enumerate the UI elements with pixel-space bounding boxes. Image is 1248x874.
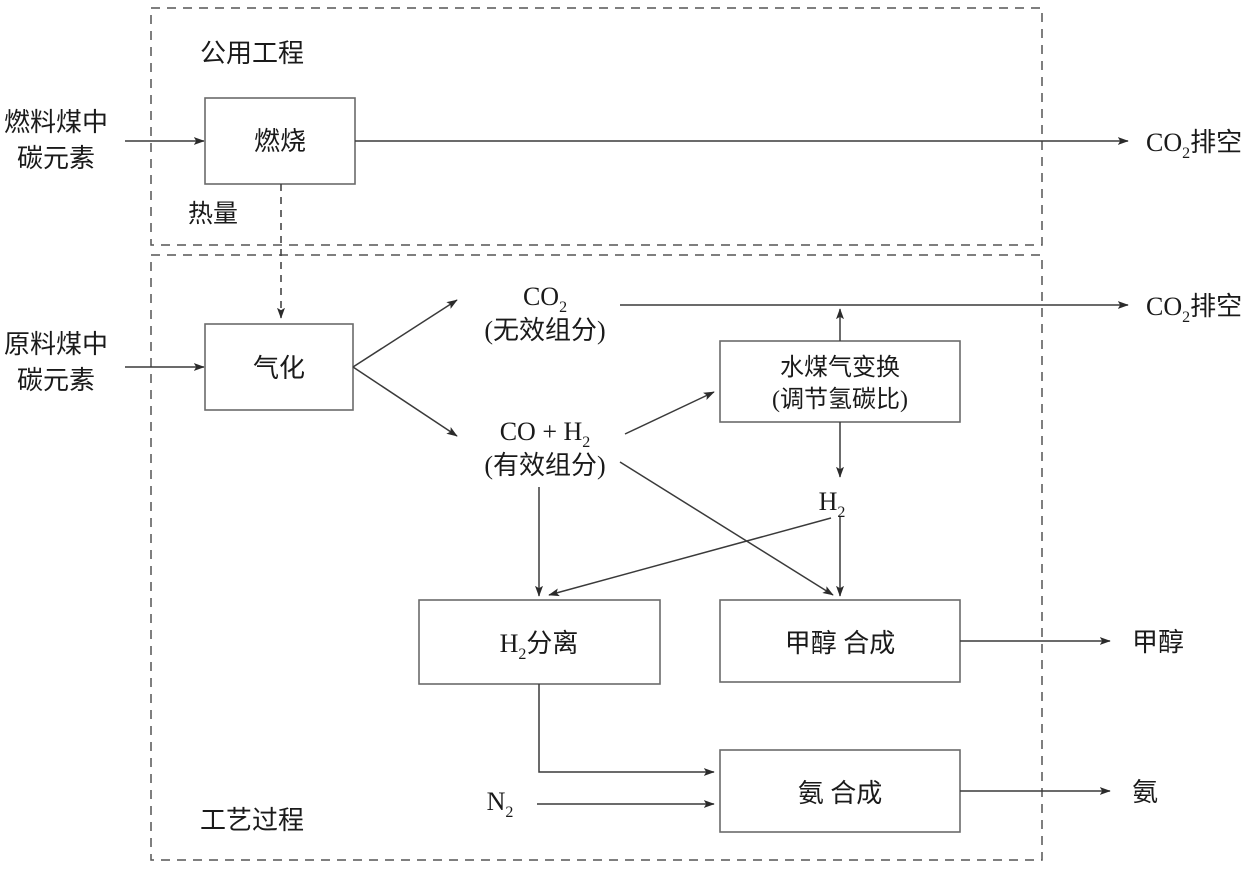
stream-label-syngas-line2: (有效组分) xyxy=(484,451,605,480)
panel-process xyxy=(150,254,1043,861)
box-combustion-label: 燃烧 xyxy=(254,127,306,156)
arrow-syngas-to-methanol xyxy=(619,461,834,596)
output-co2-vent-top-label: CO2排空 xyxy=(1146,128,1242,162)
output-methanol-label: 甲醇 xyxy=(1132,628,1184,657)
stream-label-heat: 热量 xyxy=(188,200,238,228)
output-co2-vent-process-label: CO2排空 xyxy=(1146,292,1242,326)
arrow-syngas-to-wgs xyxy=(624,391,715,435)
box-water-gas-shift xyxy=(719,340,961,423)
stream-label-syngas-line1: CO + H2 xyxy=(500,417,591,451)
panel-utility-label: 公用工程 xyxy=(200,39,304,68)
arrow-h2-separation-to-ammonia xyxy=(538,684,715,776)
input-nitrogen-label: N2 xyxy=(487,787,514,821)
box-wgs-label-line2: (调节氢碳比) xyxy=(772,386,908,413)
input-fuel-coal-line1: 燃料煤中 xyxy=(4,108,108,137)
stream-label-hydrogen: H2 xyxy=(819,487,846,521)
stream-label-co2-inert-line1: CO2 xyxy=(523,282,567,316)
output-ammonia-label: 氨 xyxy=(1132,778,1158,807)
arrow-h2-to-h2-separation xyxy=(548,517,832,597)
panel-utility xyxy=(150,7,1043,246)
arrow-gasification-to-co2 xyxy=(352,299,458,368)
input-feed-coal-line1: 原料煤中 xyxy=(4,330,108,359)
box-ammonia-synthesis xyxy=(719,749,961,833)
panel-process-label: 工艺过程 xyxy=(200,806,304,835)
box-h2-separation xyxy=(418,599,661,685)
box-methanol-synthesis-label: 甲醇 合成 xyxy=(785,629,896,658)
stream-label-co2-inert-line2: (无效组分) xyxy=(484,316,605,345)
box-wgs-label-line1: 水煤气变换 xyxy=(780,354,900,381)
box-ammonia-synthesis-label: 氨 合成 xyxy=(798,779,883,808)
box-h2-separation-label: H2分离 xyxy=(500,629,579,663)
arrow-gasification-to-syngas xyxy=(352,366,458,437)
input-fuel-coal-line2: 碳元素 xyxy=(17,144,95,173)
box-gasification-label: 气化 xyxy=(253,354,305,383)
box-combustion xyxy=(204,97,356,185)
input-feed-coal-line2: 碳元素 xyxy=(17,366,95,395)
